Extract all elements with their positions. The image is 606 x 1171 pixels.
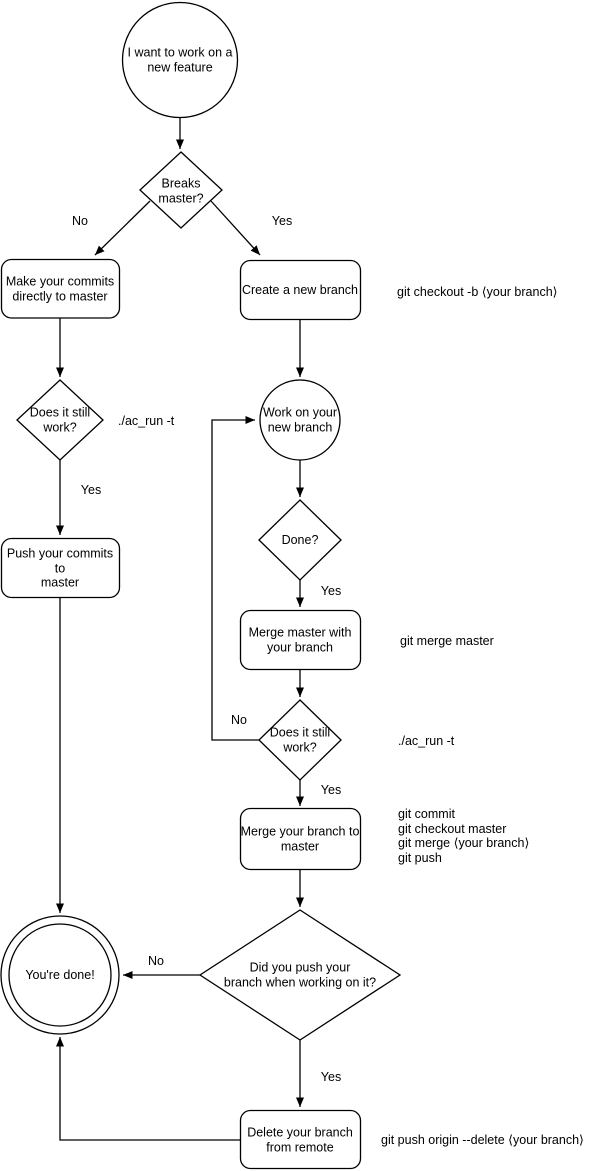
- annotation-merge-master-cmd: git merge master: [400, 633, 494, 648]
- edge-label-still-left-yes: Yes: [80, 483, 102, 497]
- annotation-delete-branch-cmd: git push origin --delete ⟨your branch⟩: [381, 1132, 584, 1147]
- breaks-master-node-label: Breaks master?: [158, 176, 204, 206]
- flowchart-nodes: [0, 1, 402, 1170]
- merge-master-node-label: Merge master with your branch: [248, 625, 352, 655]
- edge-label-did-push-no: No: [148, 954, 164, 968]
- did-push-node-label: Did you push your branch when working on…: [223, 960, 377, 990]
- work-branch-circle-shape: [259, 379, 341, 461]
- still-work-right-diamond-shape: [258, 699, 342, 781]
- edge-breaks-to-make-commits: [94, 200, 151, 256]
- create-branch-rect-shape: [239, 259, 362, 321]
- done-node-label: Done?: [281, 532, 319, 547]
- push-commits-rect-shape: [0, 537, 121, 599]
- edge-label-still-right-no: No: [231, 713, 247, 727]
- youre-done-node-label: You're done!: [25, 967, 95, 982]
- flowchart-edges: [56, 118, 304, 1141]
- edge-label-did-push-yes: Yes: [320, 1070, 342, 1084]
- edge-label-breaks-no: No: [72, 214, 88, 228]
- edge-still-right-loop-to-work: [211, 416, 260, 741]
- annotation-merge-branch-cmds: git commit git checkout master git merge…: [398, 807, 530, 865]
- work-branch-node-label: Work on your new branch: [262, 405, 338, 435]
- delete-branch-rect-shape: [239, 1109, 362, 1170]
- edge-label-still-right-yes: Yes: [320, 783, 342, 797]
- merge-branch-node-label: Merge your branch to master: [240, 824, 360, 854]
- merge-master-rect-shape: [239, 609, 362, 671]
- edge-label-breaks-yes: Yes: [271, 214, 293, 228]
- edge-breaks-to-create-branch: [210, 200, 261, 256]
- start-node-label: I want to work on a new feature: [127, 45, 233, 75]
- youre-done-inner-circle-shape: [8, 923, 112, 1027]
- edge-delete-branch-to-done-circle: [56, 1037, 240, 1141]
- create-branch-node-label: Create a new branch: [241, 282, 359, 297]
- annotation-test-cmd-right: ./ac_run -t: [398, 733, 455, 748]
- merge-branch-rect-shape: [239, 807, 362, 871]
- push-commits-node-label: Push your commits to master: [6, 546, 114, 590]
- annotation-test-cmd-left: ./ac_run -t: [118, 413, 175, 428]
- delete-branch-node-label: Delete your branch from remote: [247, 1125, 353, 1155]
- edge-label-done-yes: Yes: [320, 584, 342, 598]
- still-work-left-diamond-shape: [16, 379, 104, 461]
- breaks-master-diamond-shape: [139, 151, 223, 229]
- done-diamond-shape: [258, 499, 342, 581]
- start-circle-shape: [121, 1, 239, 119]
- did-push-diamond-shape: [198, 909, 402, 1041]
- make-commits-node-label: Make your commits directly to master: [5, 274, 115, 304]
- annotation-create-branch-cmd: git checkout -b ⟨your branch⟩: [397, 284, 558, 299]
- still-work-right-node-label: Does it still work?: [269, 725, 331, 755]
- still-work-left-node-label: Does it still work?: [29, 405, 91, 435]
- make-commits-rect-shape: [0, 258, 121, 319]
